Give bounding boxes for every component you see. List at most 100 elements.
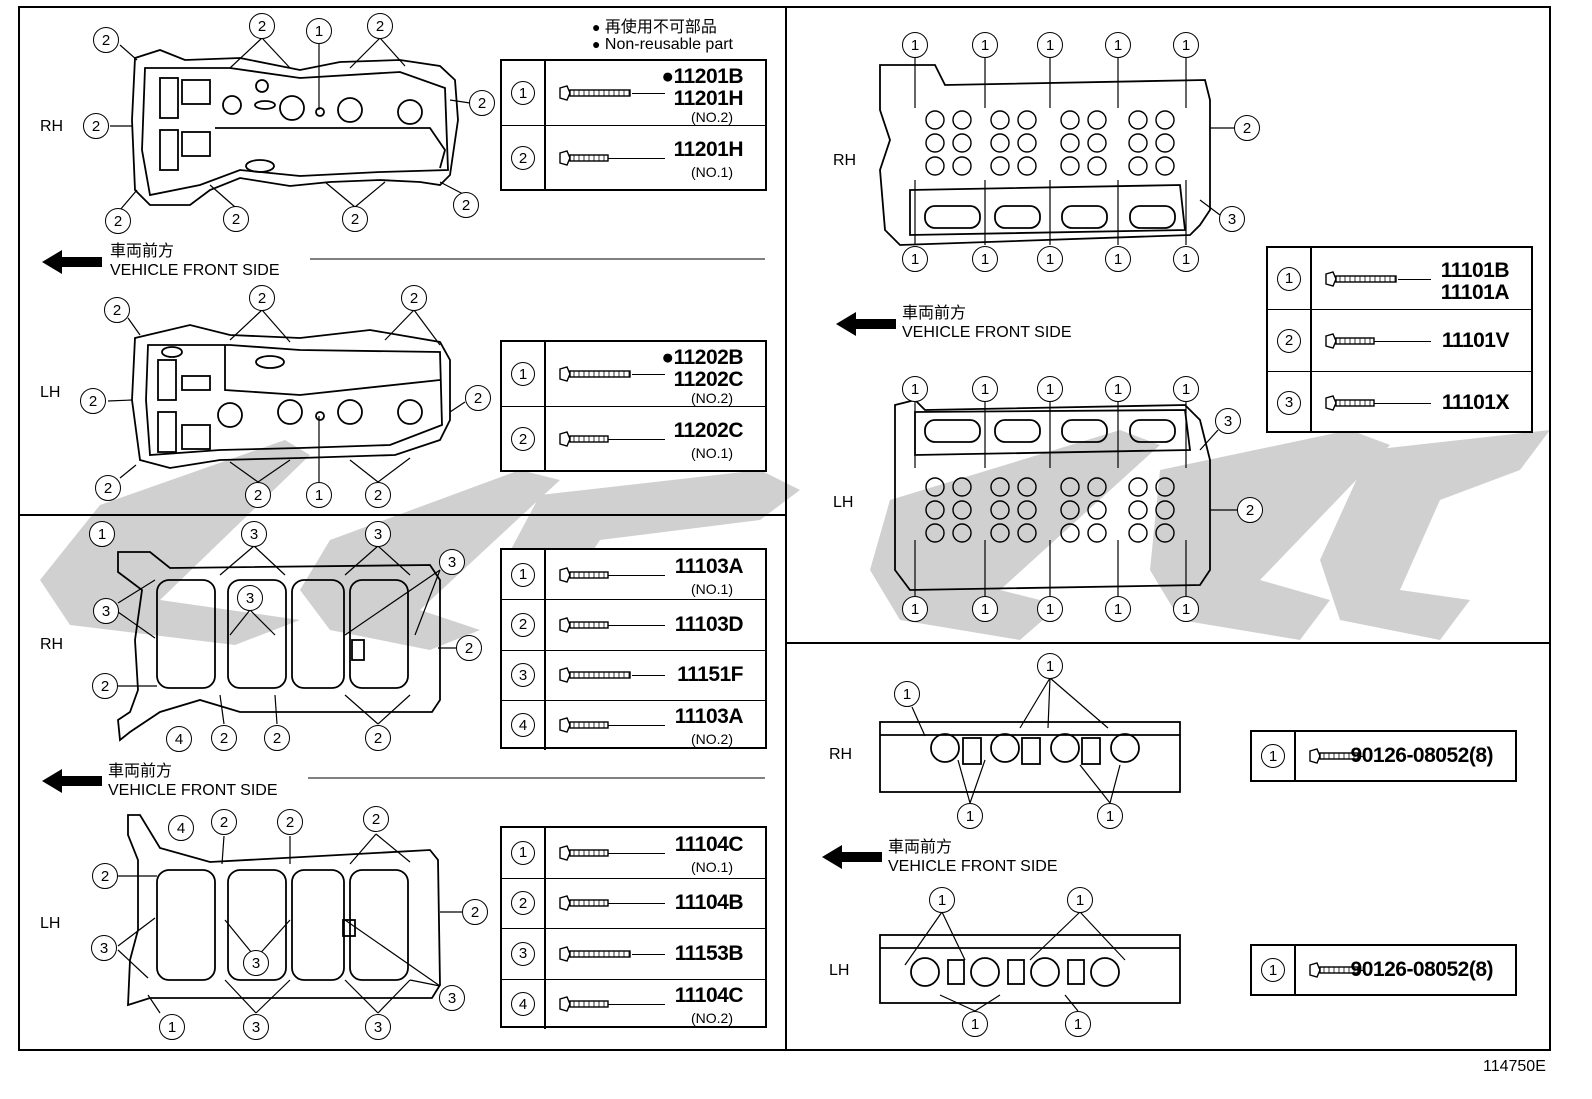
leader-line (1374, 340, 1431, 342)
part-cell: 11104B (546, 879, 765, 929)
callout-2: 2 (95, 475, 121, 501)
row-number-circle: 2 (511, 612, 535, 637)
callout-1: 1 (1173, 376, 1199, 402)
bolt-icon (559, 667, 631, 683)
row-number-circle: 4 (511, 713, 535, 738)
bolt-icon (559, 566, 609, 583)
callout-2: 2 (211, 809, 237, 835)
callout-2: 2 (277, 809, 303, 835)
row-number: 3 (502, 929, 546, 979)
parts-row: 1 90126-08052(8) (1252, 946, 1515, 994)
bolt-icon (559, 366, 631, 382)
parts-row: 3 11151F (502, 650, 765, 701)
parts-row: 1 11103A(NO.1) (502, 550, 765, 601)
front-label-4: 車両前方 VEHICLE FRONT SIDE (888, 838, 1058, 876)
callout-1: 1 (1037, 653, 1063, 679)
row-number: 2 (502, 407, 546, 471)
callout-2: 2 (92, 863, 118, 889)
callout-1: 1 (1105, 596, 1131, 622)
row-number-circle: 2 (1277, 328, 1301, 353)
front-label-2: 車両前方 VEHICLE FRONT SIDE (108, 762, 278, 800)
parts-row: 1 90126-08052(8) (1252, 732, 1515, 780)
leader-line (608, 624, 665, 626)
part-number: 11104C (674, 832, 744, 856)
side-label-plate-lh: LH (40, 915, 61, 932)
row-number-circle: 1 (511, 562, 535, 587)
row-number: 2 (1268, 310, 1312, 371)
part-qualifier: (NO.2) (691, 731, 733, 748)
part-number: 11103A (674, 705, 744, 729)
row-number: 3 (502, 650, 546, 700)
part-number: 11153B (674, 941, 744, 965)
row-number-circle: 1 (511, 840, 535, 865)
row-number: 4 (502, 700, 546, 750)
row-number: 1 (502, 342, 546, 406)
part-number: ●11201B (661, 65, 743, 88)
callout-2: 2 (367, 13, 393, 39)
bolt-icon (1325, 270, 1397, 287)
plate-rh-drawing (117, 551, 441, 742)
parts-row: 2 11103D (502, 600, 765, 651)
front-label-jp: 車両前方 (110, 243, 175, 260)
callout-3: 3 (237, 585, 263, 611)
part-qualifier: (NO.1) (691, 858, 733, 875)
callout-3: 3 (365, 1014, 391, 1040)
callout-2: 2 (223, 206, 249, 232)
callout-3: 3 (243, 1014, 269, 1040)
cylinder-head-rh-drawing (879, 64, 1211, 246)
legend-en: ● Non-reusable part (592, 36, 733, 53)
legend-jp-text: 再使用不可部品 (604, 19, 717, 36)
part-qualifier: (NO.2) (691, 109, 733, 125)
part-qualifier: (NO.2) (691, 390, 733, 406)
front-arrows (42, 250, 896, 869)
callout-2: 2 (365, 725, 391, 751)
side-label-head-rh: RH (833, 152, 857, 169)
callout-3: 3 (241, 521, 267, 547)
side-label-head-lh: LH (833, 494, 854, 511)
row-number-circle: 3 (511, 941, 535, 966)
cylinder-head-lh-ports (925, 477, 1175, 543)
part-cell: 11103A (NO.2) (546, 701, 765, 750)
head-cover-lh-drawing (131, 324, 451, 469)
parts-row: 2 11104B (502, 878, 765, 929)
callout-1: 1 (972, 376, 998, 402)
exhaust-side-rh-drawing (879, 721, 1181, 793)
cylinder-head-rh-ports (925, 110, 1175, 176)
part-number: 11101A (1440, 280, 1510, 304)
callout-1: 1 (1173, 246, 1199, 272)
row-number-circle: 3 (511, 663, 535, 688)
callout-1: 1 (902, 32, 928, 58)
parts-row: 2 11201H(NO.1) (502, 126, 765, 190)
callout-1: 1 (1105, 376, 1131, 402)
part-number: 11201H (673, 87, 744, 110)
parts-row: 4 11104C(NO.2) (502, 979, 765, 1029)
row-number-circle: 1 (511, 81, 535, 105)
callout-2: 2 (469, 90, 495, 116)
part-number: 90126-08052(8) (1350, 744, 1494, 767)
callout-2: 2 (453, 192, 479, 218)
row-number: 2 (502, 126, 546, 190)
front-label-jp: 車両前方 (888, 839, 953, 856)
front-label-en: VEHICLE FRONT SIDE (888, 858, 1058, 875)
parts-row: 3 11153B (502, 929, 765, 980)
callout-1: 1 (1173, 596, 1199, 622)
callout-1: 1 (962, 1011, 988, 1037)
part-number: 11202C (673, 368, 744, 391)
leader-line (608, 574, 665, 576)
part-cell: 90126-08052(8) (1296, 946, 1515, 994)
front-label-en: VEHICLE FRONT SIDE (108, 782, 278, 799)
callout-1: 1 (902, 376, 928, 402)
part-number: 11103A (674, 554, 744, 578)
callout-2: 2 (245, 482, 271, 508)
part-number: 11103D (674, 612, 744, 636)
leader-lines (107, 37, 1238, 1014)
parts-row: 2 11202C(NO.1) (502, 407, 765, 471)
bolt-icon (559, 945, 631, 962)
